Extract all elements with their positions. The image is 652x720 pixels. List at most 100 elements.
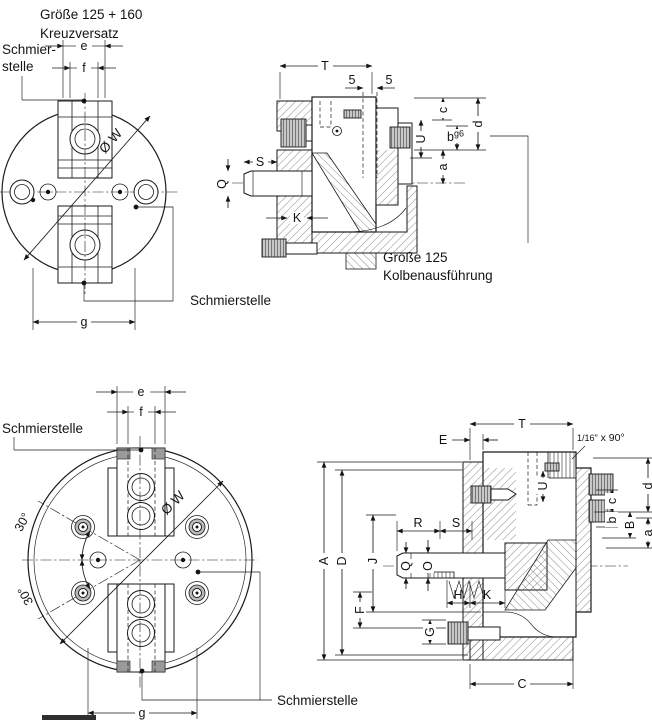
lube-label-top-left: Schmier- stelle (2, 42, 56, 74)
chamfer-note-text: 1/16" x 90° (577, 432, 625, 444)
dim-label-g: g (81, 315, 88, 329)
dim-label-a: a (436, 163, 450, 170)
title-line1: Größe 125 + 160 (40, 7, 142, 22)
lube-label-line1: Schmier- (2, 42, 56, 57)
spring (448, 579, 485, 600)
piston-rod (243, 170, 313, 197)
lube-label-bottom-right: Schmierstelle (277, 693, 358, 708)
dim-S-top: S (243, 155, 278, 169)
title-block: Größe 125 + 160 Kreuzversatz (40, 7, 142, 41)
caption-line2: Kolbenausführung (383, 268, 493, 283)
dim-f: f (52, 61, 116, 98)
dim-label-U: U (414, 134, 428, 143)
dim-e: e (45, 39, 123, 98)
dim-label-A: A (317, 556, 331, 565)
right-side-dims-bottom: U d c b B a (536, 457, 652, 549)
caption-line1: Größe 125 (383, 250, 448, 265)
dim-label-c: c (605, 498, 619, 504)
diameter-w-line (59, 480, 224, 645)
dim-label-5-left: 5 (349, 73, 356, 87)
angled-hole (71, 515, 95, 539)
dim-label-a: a (641, 529, 652, 536)
caption-leader (490, 135, 529, 243)
spigot-screw (588, 473, 614, 496)
dim-label-K: K (293, 211, 302, 225)
bottom-jaw (107, 583, 175, 673)
front-view-top: Ø W e f g (0, 39, 271, 330)
dim-label-b: b (605, 516, 619, 523)
diameter-w-line (23, 115, 151, 261)
dim-label-F: F (353, 606, 367, 614)
lube-point-dot (138, 447, 144, 453)
dim-label-H: H (453, 588, 462, 602)
dim-G: G (422, 619, 446, 645)
dim-label-f: f (139, 405, 143, 419)
dim-label-30-upper: 30° (12, 510, 33, 533)
dim-label-e: e (81, 39, 88, 53)
chamfer-note: 1/16" x 90° (571, 432, 625, 460)
front-view-bottom: 30° 30° Ø W e f g S (2, 385, 358, 720)
dim-label-S: S (452, 516, 460, 530)
left-side-dims: A D J F (317, 461, 481, 661)
dim-K-top: K (266, 211, 328, 225)
dim-label-c: c (436, 107, 450, 113)
lube-label-top-right: Schmierstelle (190, 293, 271, 308)
dim-label-Q: Q (215, 179, 229, 189)
dim-label-f: f (82, 61, 86, 75)
dim-Q-O: Q O (399, 540, 435, 591)
dim-label-E: E (439, 433, 447, 447)
lube-leaders-bottom-view: Schmierstelle Schmierstelle (2, 421, 358, 708)
lube-point-dot (81, 98, 87, 104)
dim-label-g: g (139, 706, 146, 720)
dim-stroke-5-5: 5 5 (345, 73, 395, 178)
dim-E: E (436, 433, 498, 450)
lube-fitting-bolt (261, 238, 287, 258)
dim-label-S: S (256, 155, 264, 169)
dim-label-R: R (413, 516, 422, 530)
lube-fitting-bolt (447, 621, 469, 645)
dim-label-U: U (536, 481, 550, 490)
dim-H-K: H K (446, 580, 506, 608)
dim-label-T: T (321, 59, 329, 73)
dim-T-top: T (279, 59, 373, 99)
dim-R-S: R S (396, 516, 473, 551)
piston (504, 542, 548, 591)
dim-C: C (469, 642, 574, 691)
dim-label-C: C (517, 677, 526, 691)
dim-label-b-g6: bg6 (447, 129, 464, 145)
lube-label-line2: stelle (2, 59, 34, 74)
dim-label-K: K (483, 588, 492, 602)
page-edge-artifact (42, 715, 96, 720)
lube-leaders-top-view: Schmierstelle (21, 76, 271, 308)
dim-label-G: G (423, 627, 437, 637)
dim-g: g (87, 648, 198, 720)
dim-label-5-right: 5 (386, 73, 393, 87)
dim-label-B: B (623, 521, 637, 529)
dim-g: g (32, 268, 136, 330)
dim-f: f (107, 405, 176, 444)
dim-label-Q: Q (399, 561, 413, 571)
chuck-section-body (243, 96, 418, 270)
chuck-section-body (396, 451, 614, 661)
dim-label-D: D (335, 556, 349, 565)
dim-label-d: d (641, 482, 652, 489)
dim-label-T: T (518, 417, 526, 431)
dim-Q-top: Q (215, 159, 231, 208)
right-side-dims-top: c U bg6 d a (410, 97, 486, 185)
spigot-screw (389, 126, 411, 149)
dim-T-bottom: T (469, 417, 574, 460)
angled-hole (185, 581, 209, 605)
lube-label-bottom-left: Schmierstelle (2, 421, 83, 436)
title-line2: Kreuzversatz (40, 26, 119, 41)
dim-e: e (96, 385, 186, 444)
section-view-bottom: T E 1/16" x 90° A D (317, 417, 652, 691)
section-view-top: T 5 5 S Q K (215, 59, 529, 283)
lube-point-dot (30, 197, 36, 203)
angled-hole (71, 581, 95, 605)
dim-label-d: d (471, 120, 485, 127)
dim-label-J: J (366, 558, 380, 564)
dim-label-e: e (138, 385, 145, 399)
angled-hole (185, 515, 209, 539)
